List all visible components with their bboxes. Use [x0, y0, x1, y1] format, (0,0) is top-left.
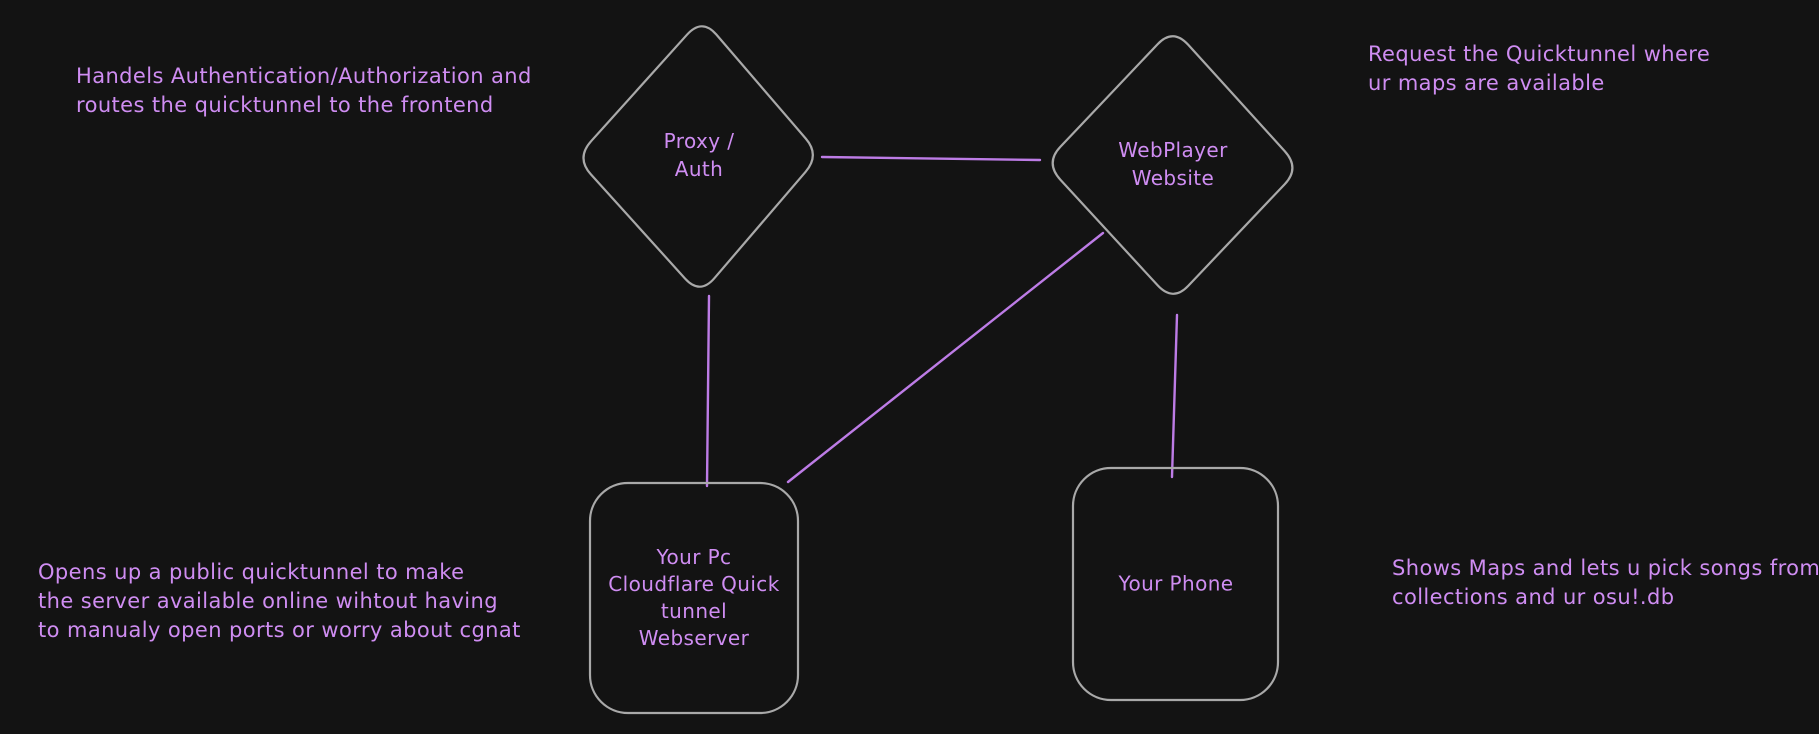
edge-proxy-webplayer[interactable]: [820, 155, 1042, 162]
annotation-phone-description[interactable]: Shows Maps and lets u pick songs from co…: [1392, 556, 1819, 609]
annotation-proxy-description[interactable]: Handels Authentication/Authorization and…: [76, 64, 532, 117]
edge-webplayer-pc[interactable]: [786, 231, 1105, 484]
node-proxy-auth-shape[interactable]: [582, 25, 814, 288]
node-phone-label[interactable]: Your Phone: [1118, 571, 1234, 596]
node-proxy-auth-label[interactable]: Proxy / Auth: [663, 129, 735, 181]
node-webplayer-shape[interactable]: [1051, 35, 1294, 295]
edge-proxy-pc[interactable]: [705, 294, 711, 488]
annotation-quicktunnel-description[interactable]: Opens up a public quicktunnel to make th…: [38, 560, 521, 642]
edge-webplayer-phone[interactable]: [1170, 313, 1179, 479]
node-phone-shape[interactable]: [1071, 466, 1280, 702]
node-pc-webserver-shape[interactable]: [588, 481, 800, 715]
node-webplayer-label[interactable]: WebPlayer Website: [1118, 138, 1228, 190]
annotation-webplayer-request[interactable]: Request the Quicktunnel where ur maps ar…: [1368, 42, 1711, 95]
node-pc-webserver-label[interactable]: Your Pc Cloudflare Quick tunnel Webserve…: [608, 545, 780, 650]
